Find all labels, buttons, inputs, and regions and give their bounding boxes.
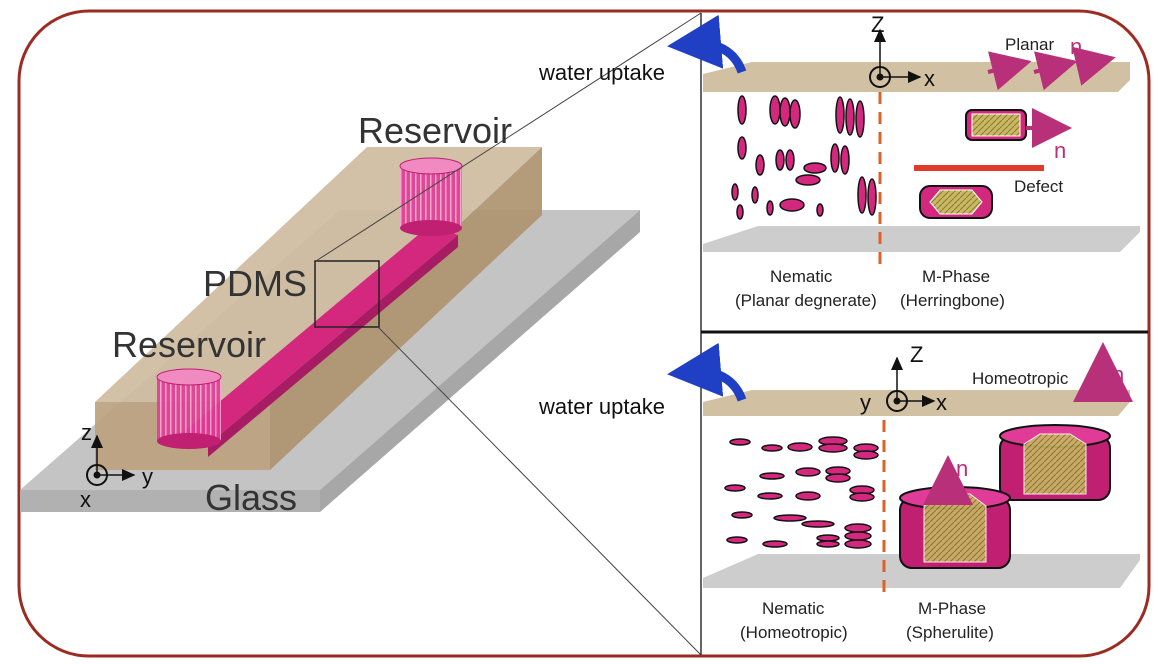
top-plate-lower xyxy=(703,226,1140,252)
bottom-right-caption-line2: (Spherulite) xyxy=(906,623,994,642)
defect-label: Defect xyxy=(1014,177,1063,196)
top-panel: water uptake Z x Planar n xyxy=(538,12,1140,310)
top-right-caption-line1: M-Phase xyxy=(922,267,990,286)
bottom-axis-z: Z xyxy=(910,342,923,367)
reservoir-bottom-shape xyxy=(156,368,222,449)
left-axis-y: y xyxy=(142,464,153,489)
bottom-axis-x: x xyxy=(936,390,947,415)
zoom-box xyxy=(314,260,380,328)
top-axis-z: Z xyxy=(871,12,884,37)
top-left-caption-line1: Nematic xyxy=(770,267,833,286)
bottom-mphase-stack-right xyxy=(999,424,1111,501)
top-right-caption-line2: (Herringbone) xyxy=(900,291,1005,310)
top-water-uptake-label: water uptake xyxy=(538,60,665,85)
bottom-right-caption-line1: M-Phase xyxy=(918,599,986,618)
left-axes: z y x xyxy=(80,420,153,512)
top-axes: Z x xyxy=(869,12,935,91)
bottom-left-caption-line1: Nematic xyxy=(762,599,825,618)
left-axis-z: z xyxy=(81,420,92,445)
top-axis-x: x xyxy=(924,66,935,91)
reservoir-bottom-label: Reservoir xyxy=(112,324,266,365)
left-panel: Reservoir Reservoir PDMS Glass z y x xyxy=(20,12,702,656)
bottom-water-uptake-label: water uptake xyxy=(538,394,665,419)
top-nematic-mesogens xyxy=(731,95,877,220)
bottom-nematic-mesogens xyxy=(724,436,879,549)
reservoir-top-shape xyxy=(399,157,463,236)
glass-label: Glass xyxy=(205,477,297,518)
bottom-left-caption-line2: (Homeotropic) xyxy=(740,623,848,642)
bottom-panel: water uptake Z y x Homeotropic n xyxy=(538,342,1140,642)
callout-line-upper xyxy=(315,12,702,262)
top-left-caption-line2: (Planar degnerate) xyxy=(735,291,877,310)
top-water-uptake-arrow xyxy=(667,14,747,74)
pdms-block-side xyxy=(270,147,542,470)
bottom-mphase-stack-left xyxy=(899,455,1011,569)
microchannel xyxy=(180,225,458,445)
planar-label: Planar xyxy=(1005,35,1054,54)
top-director-n: n xyxy=(1070,34,1082,59)
reservoir-top-label: Reservoir xyxy=(358,110,512,151)
top-mphase-column-lower xyxy=(919,185,993,219)
bottom-mphase-director-n: n xyxy=(956,456,968,481)
left-axis-x: x xyxy=(80,487,91,512)
bottom-water-uptake-arrow xyxy=(667,342,747,402)
top-mphase-column xyxy=(965,108,1072,148)
bottom-director-n: n xyxy=(1112,362,1124,387)
callout-line-lower xyxy=(377,326,702,656)
top-mphase-director-n: n xyxy=(1054,138,1066,163)
pdms-label: PDMS xyxy=(203,263,307,304)
homeotropic-label: Homeotropic xyxy=(972,369,1069,388)
bottom-axes: Z y x xyxy=(860,342,947,415)
bottom-axis-y: y xyxy=(860,390,871,415)
bottom-plate-upper xyxy=(703,390,1130,416)
bottom-plate-lower xyxy=(703,554,1140,588)
